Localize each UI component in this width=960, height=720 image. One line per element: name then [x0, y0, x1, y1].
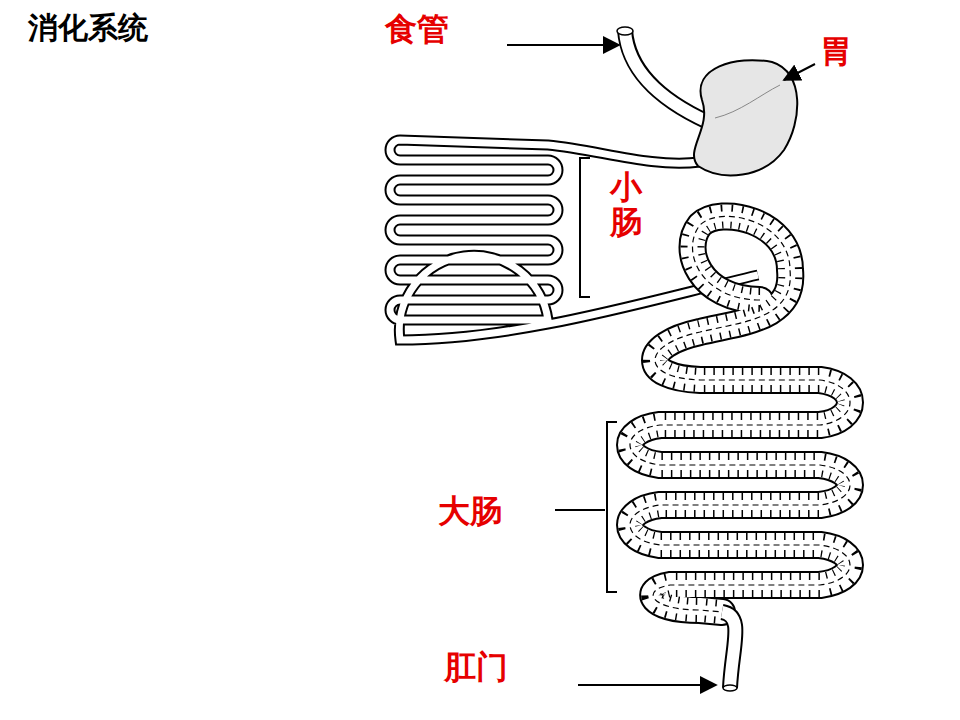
- part-label: 胃: [820, 32, 852, 70]
- brackets: [555, 158, 617, 592]
- stomach: [694, 60, 797, 175]
- part-label: 肛门: [444, 648, 508, 686]
- diagram-title: 消化系统: [28, 8, 148, 49]
- leader-arrows: [507, 45, 815, 685]
- part-label: 食管: [385, 10, 449, 48]
- part-label: 大肠: [438, 492, 502, 530]
- esophagus: [617, 27, 708, 122]
- part-label: 小肠: [610, 170, 642, 240]
- large-intestine: [630, 216, 850, 691]
